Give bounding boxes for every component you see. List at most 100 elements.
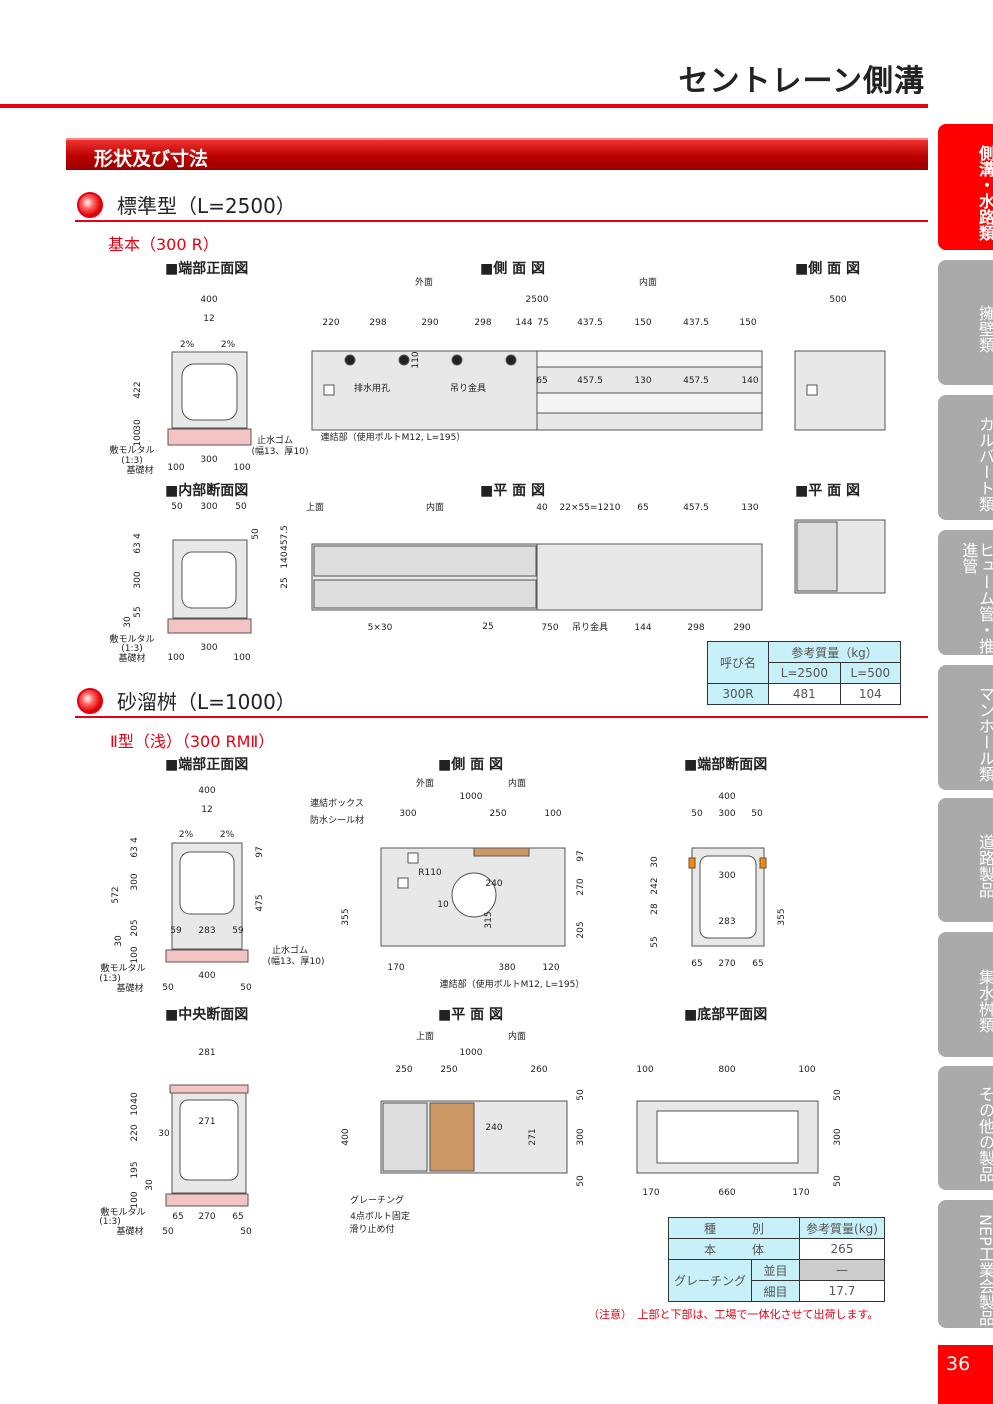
dimension-label: 30	[158, 1129, 170, 1139]
dimension-label: 260	[530, 1065, 547, 1075]
dimension-label: 50	[576, 1089, 586, 1101]
dimension-label: (1:3)	[121, 456, 143, 466]
dimension-label: 400	[200, 295, 217, 305]
dimension-label: 63	[133, 542, 143, 553]
dimension-label: 止水ゴム	[272, 944, 308, 956]
cell: 300R	[707, 683, 769, 705]
section-bar: 形状及び寸法	[66, 138, 928, 170]
dimension-label: 22×55=1210	[560, 503, 621, 513]
dimension-label: 5×30	[368, 623, 393, 633]
footing-mortar	[167, 428, 252, 446]
dimension-label: 50	[751, 809, 763, 819]
dimension-label: 基礎材	[118, 652, 145, 664]
dimension-label: 500	[829, 295, 846, 305]
dimension-label: (1:3)	[121, 644, 143, 654]
dimension-label: 50	[240, 983, 252, 993]
dimension-label: 300	[718, 871, 735, 881]
dimension-label: 100	[167, 653, 184, 663]
dimension-label: 内面	[639, 276, 657, 288]
dimension-label: 205	[576, 921, 586, 938]
dimension-label: 140	[280, 551, 290, 568]
dimension-label: 65	[752, 959, 763, 969]
dimension-label: 300	[833, 1128, 843, 1145]
dimension-label: 100	[798, 1065, 815, 1075]
end-front-channel	[181, 363, 238, 421]
side-tab[interactable]: カルバート類	[938, 395, 993, 520]
dimension-label: 2%	[221, 340, 236, 350]
dimension-label: グレーチング	[350, 1194, 404, 1206]
subsection-heading: 砂溜桝（L=1000）	[117, 690, 296, 714]
dimension-label: 220	[130, 1124, 140, 1141]
dimension-label: 242	[650, 877, 660, 894]
dimension-label: 基礎材	[116, 1225, 143, 1237]
dimension-label: 400	[198, 786, 215, 796]
side-tab[interactable]: 道路製品	[938, 798, 993, 922]
side-tab[interactable]: 側溝・水路類	[938, 124, 993, 250]
dimension-label: 300	[576, 1128, 586, 1145]
table-row: グレーチング並目—	[668, 1259, 885, 1302]
dimension-label: 10	[437, 900, 449, 910]
cell: —	[799, 1259, 885, 1281]
note: （注意） 上部と下部は、工場で一体化させて出荷します。	[588, 1308, 879, 1321]
dimension-label: 205	[130, 919, 140, 936]
dimension-label: 422	[133, 381, 143, 398]
dimension-label: 660	[718, 1188, 735, 1198]
dimension-label: 130	[634, 376, 651, 386]
dimension-label: 連結ボックス	[310, 797, 364, 809]
header-l500: L=500	[839, 662, 902, 684]
dimension-label: 100	[233, 653, 250, 663]
dimension-label: 271	[198, 1117, 215, 1127]
dimension-label: 65	[691, 959, 702, 969]
bullet-icon	[77, 688, 103, 714]
dimension-label: 25	[482, 622, 493, 632]
dimension-label: 572	[111, 886, 121, 903]
dimension-label: 457.5	[280, 525, 290, 551]
dimension-label: 30	[650, 856, 660, 868]
view-title: ■側 面 図	[438, 757, 503, 773]
side-tab[interactable]: 擁壁類	[938, 260, 993, 385]
dimension-label: 65	[536, 376, 547, 386]
cell: グレーチング	[668, 1259, 752, 1302]
dimension-label: 170	[792, 1188, 809, 1198]
dimension-label: 40	[536, 503, 548, 513]
dimension-label: 195	[130, 1161, 140, 1178]
dimension-label: 355	[777, 908, 787, 925]
dimension-label: 吊り金具	[572, 621, 608, 633]
dimension-label: 100	[130, 1191, 140, 1208]
dimension-label: 130	[741, 503, 758, 513]
cell: 265	[799, 1238, 885, 1260]
view-title: ■中央断面図	[165, 1007, 249, 1023]
side-tab[interactable]: 集水桝類	[938, 932, 993, 1057]
dimension-label: 457.5	[683, 503, 709, 513]
dimension-label: 270	[576, 878, 586, 895]
dimension-label: 12	[201, 805, 212, 815]
header-l2500: L=2500	[768, 662, 841, 684]
dimension-label: 基礎材	[126, 464, 153, 476]
side-tab[interactable]: ヒューム管・推進管	[938, 530, 993, 655]
side-tab[interactable]: マンホール類	[938, 665, 993, 790]
dimension-label: 300	[130, 873, 140, 890]
dimension-label: 300	[200, 455, 217, 465]
dimension-label: 50	[691, 809, 703, 819]
dimension-label: 120	[542, 963, 559, 973]
dimension-label: 30	[123, 616, 133, 628]
dimension-label: 100	[636, 1065, 653, 1075]
side-tab[interactable]: NEP工業会製品	[938, 1200, 993, 1328]
dimension-label: 内面	[508, 1030, 526, 1042]
dimension-label: 100	[233, 463, 250, 473]
dimension-label: 基礎材	[116, 982, 143, 994]
dimension-label: (1:3)	[99, 974, 121, 984]
dimension-label: 315	[484, 911, 494, 928]
dimension-label: 敷モルタル	[100, 962, 145, 974]
dimension-label: 上面	[416, 1031, 434, 1042]
dimension-label: 300	[399, 809, 416, 819]
dimension-label: 50	[833, 1089, 843, 1101]
side-tab[interactable]: その他の製品	[938, 1066, 993, 1190]
dimension-label: 30	[145, 1179, 155, 1191]
dimension-label: 298	[474, 318, 491, 328]
dimension-label: 400	[341, 1128, 351, 1145]
